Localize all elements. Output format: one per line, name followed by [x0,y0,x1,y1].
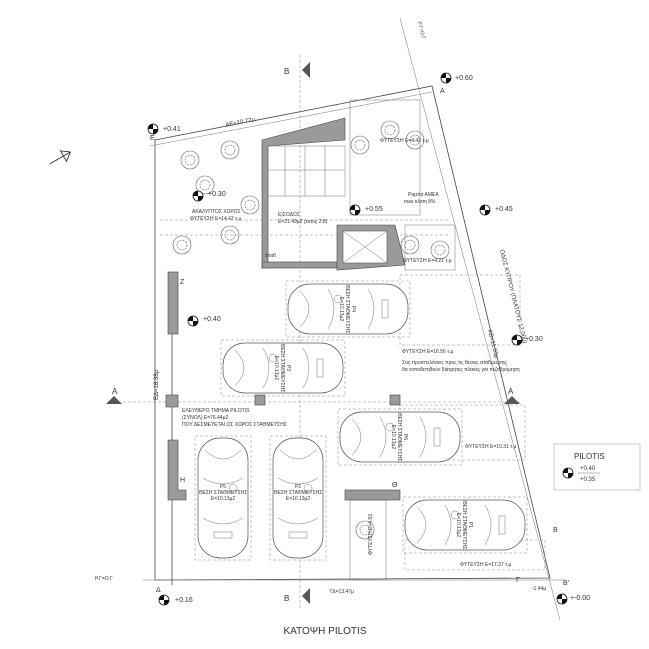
svg-text:+0.16: +0.16 [175,597,193,604]
svg-text:ΦΥΤΕΥΣΗ Ε=10.31 τ.μ: ΦΥΤΕΥΣΗ Ε=10.31 τ.μ [465,444,516,450]
level-marker: +0.55 [349,204,383,216]
svg-text:ΘΕΣΗ ΣΤΑΘΜΕΥΣΗΣ: ΘΕΣΗ ΣΤΑΘΜΕΥΣΗΣ [279,344,285,393]
svg-text:B: B [553,527,558,534]
svg-text:PILOTIS: PILOTIS [574,452,605,461]
svg-text:B: B [284,594,289,603]
svg-text:Γ: Γ [516,577,520,584]
svg-text:ΘΕΣΗ ΣΤΑΘΜΕΥΣΗΣ: ΘΕΣΗ ΣΤΑΘΜΕΥΣΗΣ [344,285,350,334]
svg-text:+0.30: +0.30 [525,336,543,343]
svg-text:ΘΕΣΗ ΣΤΑΘΜΕΥΣΗΣ: ΘΕΣΗ ΣΤΑΘΜΕΥΣΗΣ [396,413,402,462]
svg-text:Ε=21.49μ2 (εκτος 2.8): Ε=21.49μ2 (εκτος 2.8) [278,219,328,225]
site-boundary [118,17,565,621]
level-marker: +0.16 [158,594,193,606]
svg-text:ΘΕΣΗ ΣΤΑΘΜΕΥΣΗΣ: ΘΕΣΗ ΣΤΑΘΜΕΥΣΗΣ [199,490,248,496]
level-marker: +0.45 [479,204,513,216]
svg-text:Z: Z [180,279,185,286]
svg-text:+0.45: +0.45 [495,206,513,213]
svg-text:+-0.00: +-0.00 [570,595,590,602]
svg-text:max κλιση 8%: max κλιση 8% [404,199,436,205]
svg-text:E: E [150,135,155,142]
svg-text:Ε=10.13μ2: Ε=10.13μ2 [338,297,344,322]
svg-text:ΘΕΣΗ ΣΤΑΘΜΕΥΣΗΣ: ΘΕΣΗ ΣΤΑΘΜΕΥΣΗΣ [274,490,323,496]
svg-text:ΑΚΑΛΥΠΤΟΣ ΧΩΡΟΣ: ΑΚΑΛΥΠΤΟΣ ΧΩΡΟΣ [192,209,241,215]
svg-text:A: A [508,387,514,396]
svg-text:-1.44μ: -1.44μ [532,586,546,592]
level-marker: +0.30 [511,334,543,346]
svg-text:Ρ.Γ=Ο.Γ: Ρ.Γ=Ο.Γ [416,21,426,40]
svg-text:(ΣΥΝΟΛ) Ε=76.44μ2: (ΣΥΝΟΛ) Ε=76.44μ2 [182,415,229,421]
svg-text:ΕΛΕΥΘΕΡΟ ΤΜΗΜΑ PILOTIS: ΕΛΕΥΘΕΡΟ ΤΜΗΜΑ PILOTIS [182,408,250,414]
svg-text:ΦΥΤΕΥΣΗ Ε=4.21 τ.μ: ΦΥΤΕΥΣΗ Ε=4.21 τ.μ [403,258,452,264]
level-marker: +0.40 [187,315,221,327]
svg-text:Ε=10.13μ2: Ε=10.13μ2 [286,496,311,502]
svg-text:ΦΥΤΕΥΣΗ Ε=16.56 τ.μ: ΦΥΤΕΥΣΗ Ε=16.56 τ.μ [402,349,453,355]
svg-text:+0.30: +0.30 [208,191,226,198]
svg-text:P3: P3 [285,365,291,371]
svg-text:P2: P2 [295,484,301,490]
svg-text:ΕΔ=18.38μ: ΕΔ=18.38μ [154,369,160,400]
svg-text:Ε=10.13μ2: Ε=10.13μ2 [211,496,236,502]
svg-text:Στις προσπελάσεις προς τις θέσ: Στις προσπελάσεις προς τις θέσεις στάθμε… [402,359,507,366]
svg-text:A: A [440,88,445,95]
section-marker-b-top: B [284,62,310,78]
svg-text:+0.40: +0.40 [580,466,596,472]
svg-text:+0.40: +0.40 [203,316,221,323]
svg-text:shaft: shaft [265,253,276,259]
svg-text:ΦΥΤΕΥΣΗ Ε=17.37 τ.μ: ΦΥΤΕΥΣΗ Ε=17.37 τ.μ [460,562,511,568]
svg-text:Ρ.Γ=Ο.Γ: Ρ.Γ=Ο.Γ [95,576,113,582]
vertex-labels: A B B' Γ Δ E Z H Θ [150,88,569,594]
svg-text:Δ: Δ [156,587,161,594]
svg-text:B': B' [563,580,569,587]
svg-text:P6: P6 [402,434,408,440]
svg-text:ΑΕ=10.72μ: ΑΕ=10.72μ [225,117,256,129]
svg-text:ΘΕΣΗ ΣΤΑΘΜΕΥΣΗΣ: ΘΕΣΗ ΣΤΑΘΜΕΥΣΗΣ [461,501,467,550]
svg-text:Ε=10.13μ2: Ε=10.13μ2 [273,356,279,381]
level-marker: +0.60 [440,72,473,84]
svg-text:Ε=10.13μ2: Ε=10.13μ2 [390,425,396,450]
svg-text:ΠΟΥ ΔΕΣΜΕΥΕΤΑΙ ΩΣ ΧΩΡΟΣ ΣΤΑΘΜΕ: ΠΟΥ ΔΕΣΜΕΥΕΤΑΙ ΩΣ ΧΩΡΟΣ ΣΤΑΘΜΕΥΣΗΣ [182,422,287,428]
drawing-title: ΚΑΤΟΨΗ PILOTIS [283,626,366,637]
section-marker-b-bottom: B [284,588,310,604]
level-marker: +0.30 [192,190,226,202]
svg-text:Ραμπα ΑΜΕΑ: Ραμπα ΑΜΕΑ [408,192,439,198]
svg-text:ΕΙΣΟΔΟΣ: ΕΙΣΟΔΟΣ [278,212,300,218]
svg-text:Θ: Θ [392,482,398,489]
level-marker: +0.41 [147,123,181,135]
svg-text:B: B [284,67,289,76]
svg-text:ΟΔΟΣ ΚΥΠΡΟΥ (ΠΛΑΤΟΥΣ 12.00μ): ΟΔΟΣ ΚΥΠΡΟΥ (ΠΛΑΤΟΥΣ 12.00μ) [498,249,527,344]
svg-text:Ε=10.13μ2: Ε=10.13μ2 [455,513,461,538]
svg-text:+0.35: +0.35 [580,477,596,483]
level-marker: +-0.00 [556,593,590,605]
svg-text:+0.60: +0.60 [455,75,473,82]
svg-text:A: A [112,387,118,396]
columns [165,271,401,501]
svg-text:ΓΔ=13.47μ: ΓΔ=13.47μ [330,589,354,595]
svg-text:P1: P1 [467,522,473,528]
stair-core [261,117,406,271]
legend-box: PILOTIS +0.40 +0.35 [553,443,641,491]
svg-text:P5: P5 [220,484,226,490]
svg-text:ΦΥΤΕΥΣΗ Ε=14.42 τ.μ: ΦΥΤΕΥΣΗ Ε=14.42 τ.μ [190,216,241,222]
section-marker-a-left: A [106,387,122,404]
section-marker-a-right: A [504,387,520,404]
svg-text:θα τοποθετηθούν διάτρητες πλάκ: θα τοποθετηθούν διάτρητες πλάκες για πεζ… [402,366,520,373]
svg-text:+0.41: +0.41 [163,126,181,133]
svg-text:ΦΥΤΕΥΣΗ Ε=4.93: ΦΥΤΕΥΣΗ Ε=4.93 [368,514,374,555]
svg-text:ΦΥΤΕΥΣΗ Ε=4.42 τ.μ: ΦΥΤΕΥΣΗ Ε=4.42 τ.μ [380,138,429,144]
north-arrow-icon [49,150,72,165]
svg-text:P4: P4 [350,306,356,312]
svg-text:+0.55: +0.55 [365,206,383,213]
svg-text:H: H [180,477,185,484]
svg-text:ΑΒ=11.65μ: ΑΒ=11.65μ [486,329,499,360]
